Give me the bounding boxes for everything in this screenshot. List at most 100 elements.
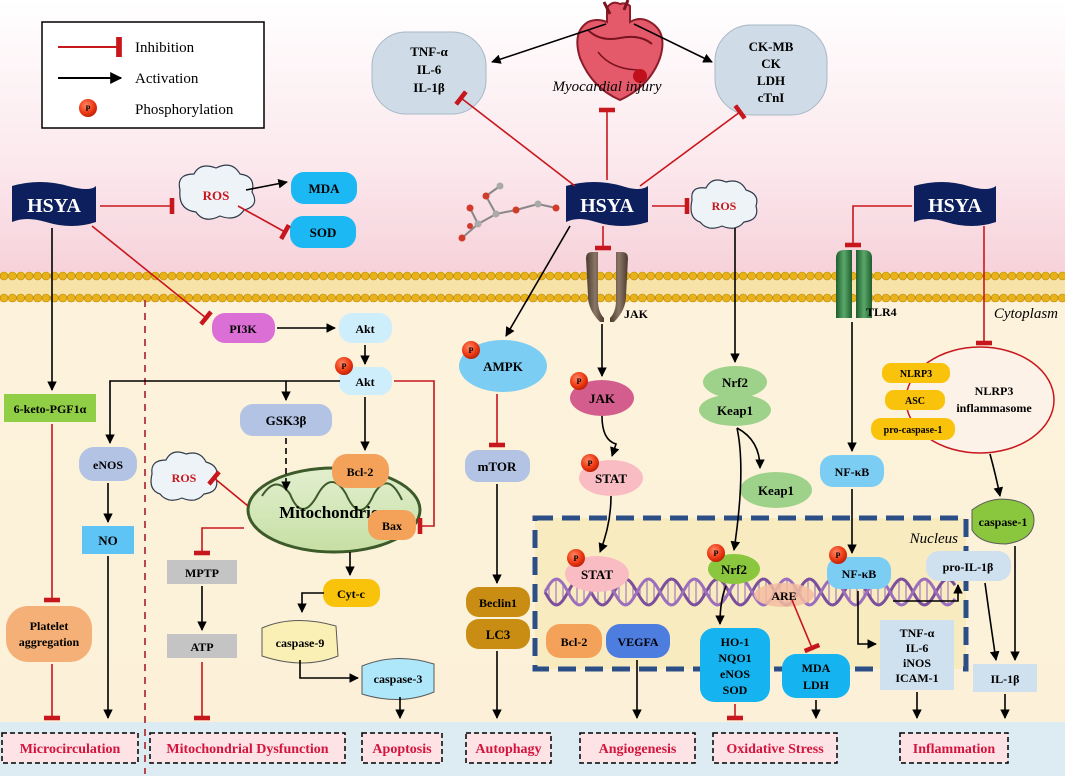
nfkb-node-1: NF-κB <box>820 455 884 487</box>
lc3-node: LC3 <box>466 619 530 649</box>
marker-inos: iNOS <box>903 656 931 670</box>
ros-cloud-center: ROS <box>690 179 758 229</box>
outcome-autophagy-label: Autophagy <box>475 742 541 757</box>
platelet-node: Platelet aggregation <box>6 606 92 662</box>
hsya-left-label: HSYA <box>27 195 81 217</box>
are-node: ARE <box>754 583 814 607</box>
marker-il6: IL-6 <box>906 641 929 655</box>
atp-node: ATP <box>167 634 237 658</box>
outcome-oxidative-stress: Oxidative Stress <box>712 732 838 764</box>
bax-label: Bax <box>382 519 402 533</box>
outcome-microcirculation: Microcirculation <box>1 732 139 764</box>
antioxidant-sod: SOD <box>723 683 748 697</box>
phospho-mark: P <box>86 104 91 113</box>
ampk-node: AMPK <box>459 340 547 392</box>
bax-node: Bax <box>368 510 416 540</box>
outcome-mitochondrial-dysfunction: Mitochondrial Dysfunction <box>149 732 346 764</box>
bcl2-mito-label: Bcl-2 <box>347 465 374 479</box>
caspase3-label: caspase-3 <box>374 672 423 686</box>
phospho-stat1: P <box>581 454 599 472</box>
caspase3-node: caspase-3 <box>361 657 435 701</box>
caspase9-node: caspase-9 <box>261 619 339 664</box>
mitochondrion-label: Mitochondrion <box>279 503 389 522</box>
no-node: NO <box>82 526 134 554</box>
ldh-nuc-label: LDH <box>803 678 830 692</box>
phospho-jak: P <box>570 372 588 390</box>
platelet-label-2: aggregation <box>19 635 80 649</box>
il1b-node: IL-1β <box>973 664 1037 692</box>
nrf2-nuc-node: Nrf2 <box>708 554 760 584</box>
sod-label: SOD <box>310 225 337 240</box>
akt2-label: Akt <box>355 375 374 389</box>
nfkb-node-2: NF-κB <box>827 557 891 589</box>
pro-il1b-label: pro-IL-1β <box>943 560 994 574</box>
il1b-label: IL-1β <box>991 672 1020 686</box>
pi3k-label: PI3K <box>229 322 257 336</box>
atp-label: ATP <box>190 640 213 654</box>
nrf2-keap1-complex: Nrf2 Keap1 <box>699 366 771 426</box>
outcome-apoptosis: Apoptosis <box>361 732 443 764</box>
enos-label: eNOS <box>93 458 123 472</box>
nfkb2-label: NF-κB <box>842 567 877 581</box>
nucleus-label: Nucleus <box>909 531 958 547</box>
platelet-label-1: Platelet <box>30 619 69 633</box>
pro-il1b-node: pro-IL-1β <box>926 551 1011 581</box>
akt-node-1: Akt <box>339 313 392 343</box>
phosphorylation-icon <box>79 99 97 117</box>
outcome-angiogenesis-label: Angiogenesis <box>599 742 677 757</box>
marker-tnfa: TNF-α <box>900 626 935 640</box>
mptp-node: MPTP <box>167 560 237 584</box>
mda-nuc-label: MDA <box>802 661 831 675</box>
nlrp3-label: NLRP3 <box>900 369 932 380</box>
hsya-left: HSYA <box>12 182 96 226</box>
antioxidant-nqo1: NQO1 <box>718 651 751 665</box>
cytc-label: Cyt-c <box>337 587 366 601</box>
stat2-label: STAT <box>581 567 613 582</box>
molecule-icon <box>458 182 560 242</box>
svg-text:P: P <box>836 551 841 560</box>
outcome-mitochondrial-dysfunction-label: Mitochondrial Dysfunction <box>166 742 328 757</box>
activation-arrows <box>47 23 1020 719</box>
svg-text:P: P <box>574 554 579 563</box>
marker-icam1: ICAM-1 <box>895 671 938 685</box>
enzyme-ckmb: CK-MB <box>749 39 794 54</box>
bcl2-mito-node: Bcl-2 <box>332 454 389 488</box>
antioxidant-ho1: HO-1 <box>721 635 750 649</box>
inhibition-arrows <box>44 90 992 721</box>
ros-mito-label: ROS <box>172 471 197 485</box>
hsya-center-label: HSYA <box>580 195 634 217</box>
caspase1-node: caspase-1 <box>971 498 1035 545</box>
outcome-angiogenesis: Angiogenesis <box>579 732 696 764</box>
inflammasome-label-2: inflammasome <box>956 401 1032 415</box>
vegfa-label: VEGFA <box>617 635 658 649</box>
svg-text:P: P <box>577 377 582 386</box>
mtor-node: mTOR <box>465 450 530 482</box>
no-label: NO <box>98 533 118 548</box>
outcome-apoptosis-label: Apoptosis <box>372 742 432 757</box>
pi3k-node: PI3K <box>212 313 275 343</box>
antioxidant-enos: eNOS <box>720 667 750 681</box>
cell-membrane <box>0 271 1065 303</box>
cytokine-il1b: IL-1β <box>413 80 445 95</box>
phospho-nrf2: P <box>707 544 725 562</box>
bcl2-nuc-node: Bcl-2 <box>546 624 602 658</box>
outcome-autophagy: Autophagy <box>465 732 552 764</box>
caspase1-label: caspase-1 <box>979 515 1028 529</box>
akt-node-2: Akt <box>339 367 392 395</box>
svg-text:P: P <box>588 459 593 468</box>
mtor-label: mTOR <box>478 459 517 474</box>
nfkb1-label: NF-κB <box>835 465 870 479</box>
enzyme-ck: CK <box>761 56 781 71</box>
mda-node: MDA <box>291 172 357 204</box>
nlrp3-node: NLRP3 <box>882 363 950 383</box>
stat1-label: STAT <box>595 471 627 486</box>
ros-top-left-label: ROS <box>203 188 230 203</box>
legend-inhibition-label: Inhibition <box>135 40 195 56</box>
inflammatory-marker-node: TNF-α IL-6 iNOS ICAM-1 <box>880 620 954 690</box>
jak-receptor-label: JAK <box>624 307 649 321</box>
hsya-right: HSYA <box>914 182 996 226</box>
keto-node: 6-keto-PGF1α <box>4 394 96 422</box>
pro-caspase1-label: pro-caspase-1 <box>884 425 943 436</box>
vegfa-node: VEGFA <box>606 624 670 658</box>
